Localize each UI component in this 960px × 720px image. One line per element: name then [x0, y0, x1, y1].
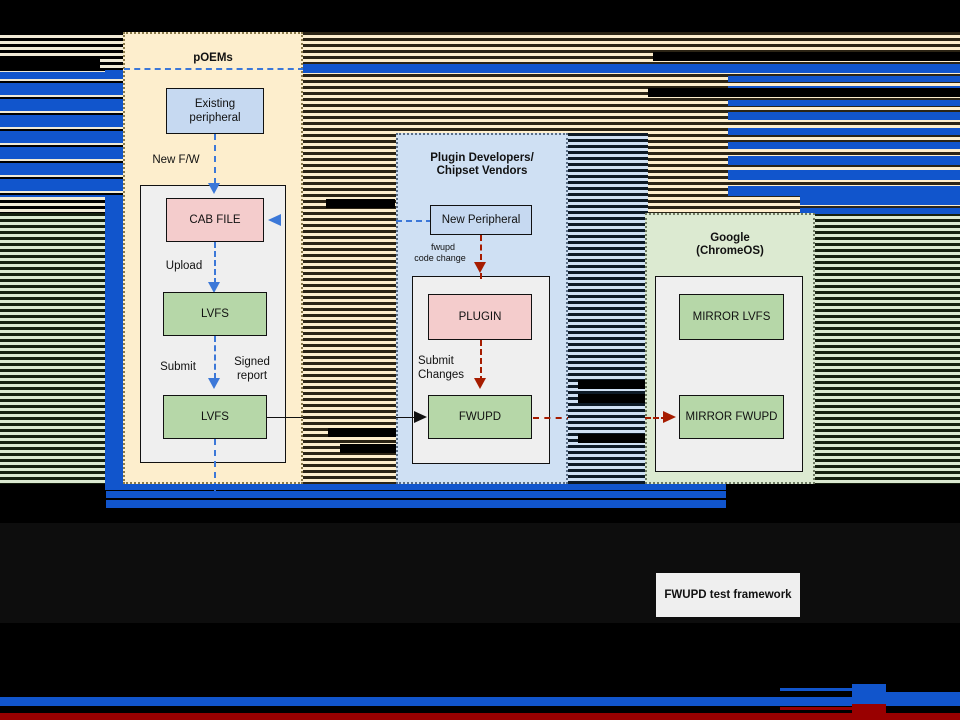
edge-new-peripheral-to-cab-copy — [396, 220, 432, 222]
edge-to-mirror-fwupd-arrowhead-copy — [663, 411, 676, 423]
node-plugin-label-copy: PLUGIN — [458, 311, 502, 323]
label-signed-report-line1-copy: Signed — [234, 356, 270, 368]
edge-fwupd-out-copy — [533, 417, 568, 419]
edge-new-peripheral-to-cab-arrowhead-copy — [268, 214, 281, 226]
panel-google-title-line1-copy: Google — [710, 232, 750, 244]
edge-to-mirror-fwupd-copy — [645, 417, 667, 419]
edge-lvfs-to-lvfs-copy — [214, 336, 216, 379]
panel-plugin-title-line2-copy: Chipset Vendors — [436, 165, 528, 177]
edge-lvfs-to-fwupd-arrowhead-copy — [414, 411, 427, 423]
label-new-fw-copy: New F/W — [152, 154, 200, 166]
node-mirror-fwupd-copy[interactable]: MIRROR FWUPD — [679, 395, 784, 439]
edge-existing-to-cab-arrowhead-copy — [208, 183, 220, 194]
label-submit-changes-line2-copy: Changes — [418, 369, 465, 381]
edge-np-to-plugin-copy — [480, 235, 482, 279]
node-existing-peripheral-label-line1-copy: Existing — [194, 98, 236, 110]
node-lvfs-top-label-copy: LVFS — [201, 308, 229, 320]
edge-lvfs-to-lvfs-arrowhead-copy — [208, 378, 220, 389]
fwupd-test-framework-label: FWUPD test framework — [664, 589, 792, 601]
reveal-window-poems: pOEMs Existing peripheral CAB FILE LVFS — [123, 32, 303, 484]
label-signed-report-line2-copy: report — [236, 370, 268, 382]
panel-plugin-title-line1-copy: Plugin Developers/ — [430, 152, 534, 164]
edge-existing-to-cab-copy — [214, 134, 216, 184]
reveal-window-plugin: Plugin Developers/ Chipset Vendors New P… — [396, 133, 568, 484]
node-lvfs-top-copy[interactable]: LVFS — [163, 292, 267, 336]
node-fwupd-label-copy: FWUPD — [458, 411, 502, 423]
edge-cab-to-lvfs-copy — [214, 242, 216, 284]
node-new-peripheral-label-copy: New Peripheral — [441, 214, 521, 226]
node-mirror-fwupd-label-copy: MIRROR FWUPD — [685, 411, 778, 423]
panel-google-title-line2-copy: (ChromeOS) — [696, 245, 764, 257]
node-existing-peripheral-copy[interactable]: Existing peripheral — [166, 88, 264, 134]
edge-top-feedback-line-copy — [124, 68, 303, 70]
node-mirror-lvfs-copy[interactable]: MIRROR LVFS — [679, 294, 784, 340]
edge-lvfs-downstream-copy — [214, 439, 216, 484]
label-submit-changes-line1-copy: Submit — [418, 355, 454, 367]
node-cab-file-label-copy: CAB FILE — [189, 214, 241, 226]
edge-lvfs-to-fwupd-copy — [267, 417, 303, 418]
edge-lvfs-to-fwupd-seg-copy — [396, 417, 416, 418]
edge-plugin-to-fwupd-copy — [480, 340, 482, 382]
edge-cab-to-lvfs-arrowhead-copy — [208, 282, 220, 293]
node-lvfs-bottom-copy[interactable]: LVFS — [163, 395, 267, 439]
node-new-peripheral-copy[interactable]: New Peripheral — [430, 205, 532, 235]
reveal-window-google: Google (ChromeOS) MIRROR LVFS MIRROR FWU… — [645, 213, 815, 484]
label-submit-copy: Submit — [160, 361, 196, 373]
label-fwupd-code-change-line2-copy: code change — [414, 253, 466, 263]
node-existing-peripheral-label-line2-copy: peripheral — [189, 112, 241, 124]
node-lvfs-bottom-label-copy: LVFS — [201, 411, 229, 423]
fwupd-test-framework-box[interactable]: FWUPD test framework — [656, 573, 800, 617]
label-upload-copy: Upload — [165, 260, 203, 272]
edge-np-to-plugin-arrowhead-copy — [474, 262, 486, 273]
edge-plugin-to-fwupd-arrowhead-copy — [474, 378, 486, 389]
node-cab-file-copy[interactable]: CAB FILE — [166, 198, 264, 242]
node-plugin-copy[interactable]: PLUGIN — [428, 294, 532, 340]
node-fwupd-copy[interactable]: FWUPD — [428, 395, 532, 439]
panel-poems-title-copy: pOEMs — [193, 52, 233, 64]
label-fwupd-code-change-line1-copy: fwupd — [430, 242, 456, 252]
node-mirror-lvfs-label-copy: MIRROR LVFS — [692, 311, 771, 323]
